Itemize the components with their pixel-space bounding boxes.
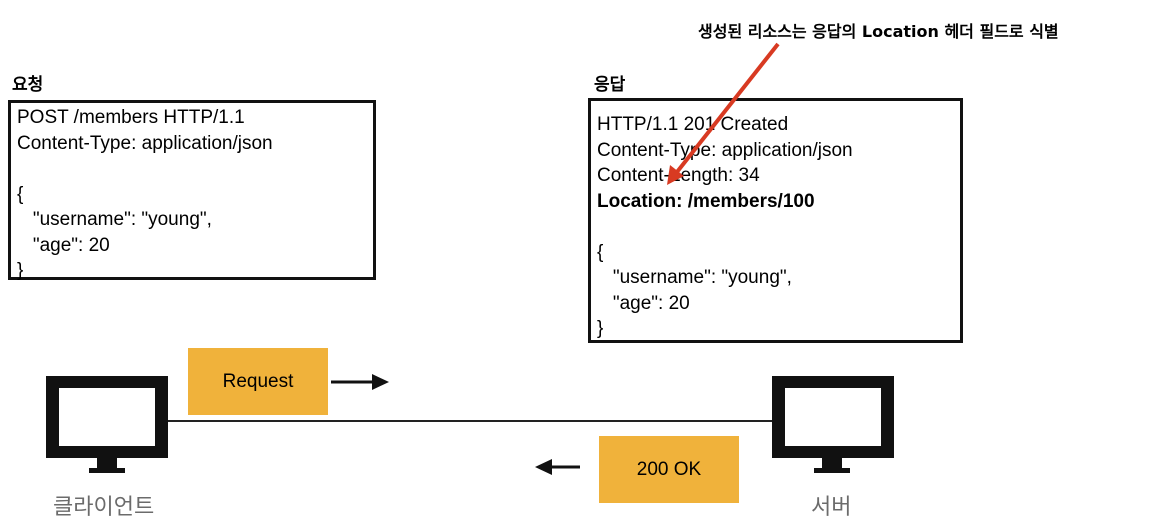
response-tag: 200 OK [599,436,739,503]
response-message-line: Location: /members/100 [597,190,815,212]
request-arrow-icon [331,374,389,390]
client-monitor-icon [46,376,168,473]
request-tag-label: Request [222,370,294,392]
request-message-line: POST /members HTTP/1.1 [17,107,245,128]
response-message-line: Content-Length: 34 [597,165,760,186]
request-message-line: "age": 20 [17,234,110,256]
request-message-line: { [17,183,24,205]
client-caption: 클라이언트 [53,495,155,520]
request-message-line: Content-Type: application/json [17,132,273,154]
request-message-line: "username": "young", [17,209,212,230]
response-message-line: "age": 20 [597,292,690,314]
response-message-line: Content-Type: application/json [597,139,853,161]
response-title: 응답 [594,75,626,95]
response-message-line: } [597,318,604,339]
request-title: 요청 [12,75,44,95]
response-arrow-icon [535,459,580,475]
server-monitor-icon [772,376,894,473]
callout-text: 생성된 리소스는 응답의 Location 헤더 필드로 식별 [698,22,1059,41]
request-message-line: } [17,260,24,281]
server-caption: 서버 [811,495,852,520]
request-tag: Request [188,348,328,415]
response-message-line: { [597,241,604,263]
callout-arrow-icon [667,42,780,185]
response-message-line: "username": "young", [597,267,792,288]
response-tag-label: 200 OK [636,458,702,480]
response-message-line: HTTP/1.1 201 Created [597,114,789,135]
